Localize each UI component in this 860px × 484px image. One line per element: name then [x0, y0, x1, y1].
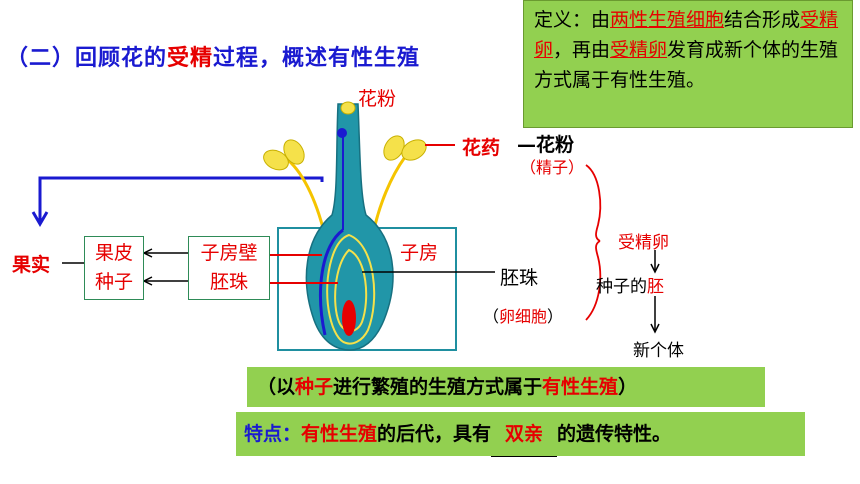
embryo-arrowhead — [650, 323, 660, 334]
sperm-brace-bottom — [585, 240, 602, 321]
label-egg-open: （ — [483, 307, 500, 326]
return-arrow-head — [31, 211, 49, 227]
anther-left-2 — [283, 139, 305, 165]
summary-feature-box: 特点：有性生殖的后代，具有双亲的遗传特性。 — [236, 412, 805, 457]
summary1-mid: 进行繁殖的生殖方式属于 — [333, 376, 543, 398]
definition-part1: 定义：由 — [534, 9, 611, 31]
summary2-end: 的遗传特性。 — [557, 423, 672, 445]
pollen-tube-lower — [319, 228, 344, 336]
summary1-highlight1: 种子 — [295, 376, 334, 398]
summary1-highlight2: 有性生殖 — [542, 376, 619, 398]
definition-term3: 受精卵 — [610, 39, 668, 61]
label-egg-close: ） — [547, 307, 564, 326]
label-seed-embryo: 种子的胚 — [596, 272, 664, 297]
summary2-mid: 的后代，具有 — [377, 423, 492, 445]
label-egg-text: 卵细胞 — [499, 307, 548, 326]
section-title: （二）回顾花的受精过程，概述有性生殖 — [6, 40, 420, 72]
definition-part4: 发育成新个体的生殖方式属于有性生殖。 — [534, 39, 839, 91]
label-anther: 花药 — [462, 137, 501, 159]
pericarp-arrowhead — [142, 248, 153, 258]
pollen-grain — [340, 101, 356, 115]
definition-part3: ，再由 — [553, 39, 611, 61]
seed-arrowhead — [142, 276, 153, 286]
label-zygote: 受精卵 — [618, 233, 669, 253]
label-seed: 种子 — [94, 271, 133, 293]
fruit-parts-box: 果皮 种子 — [84, 236, 144, 300]
return-arrow-line — [38, 176, 324, 222]
label-pericarp: 果皮 — [94, 242, 133, 264]
title-prefix: （二）回顾花的 — [6, 46, 168, 71]
summary-seed-box: （以种子进行繁殖的生殖方式属于有性生殖） — [247, 367, 765, 407]
zygote-arrowhead — [650, 263, 660, 274]
summary1-close: ） — [618, 376, 638, 398]
label-ovule-right: 胚珠 — [500, 267, 539, 289]
label-egg-cell: （卵细胞） — [483, 303, 563, 327]
label-ovary-wall: 子房壁 — [200, 242, 258, 264]
label-sperm: （精子） — [520, 158, 585, 177]
anther-right-2 — [401, 139, 427, 161]
label-pollen-right: —花粉 — [517, 134, 575, 156]
label-seed-embryo-prefix: 种子的 — [596, 277, 647, 297]
summary2-highlight: 有性生殖 — [301, 423, 378, 445]
label-ovary: 子房 — [400, 242, 439, 264]
sperm-brace-top — [585, 164, 602, 242]
label-pollen-top: 花粉 — [358, 88, 397, 110]
ovule-outer-layer — [326, 233, 376, 345]
label-seed-embryo-highlight: 胚 — [647, 277, 664, 297]
title-highlight: 受精 — [167, 46, 214, 71]
title-suffix: 过程，概述有性生殖 — [213, 46, 421, 71]
flower-parts-box: 子房壁 胚珠 — [188, 236, 270, 300]
summary2-label: 特点： — [244, 423, 302, 445]
definition-term2: 受精卵 — [534, 9, 839, 61]
label-fruit: 果实 — [12, 254, 51, 276]
label-new-individual: 新个体 — [633, 341, 684, 361]
definition-term1: 两性生殖细胞 — [610, 9, 725, 31]
summary1-open: （以 — [257, 376, 296, 398]
definition-part2: 结合形成 — [724, 9, 801, 31]
label-ovule-left: 胚珠 — [209, 271, 248, 293]
sperm-nucleus — [337, 128, 347, 138]
definition-box: 定义：由两性生殖细胞结合形成受精卵，再由受精卵发育成新个体的生殖方式属于有性生殖… — [523, 0, 853, 128]
anther-left-1 — [263, 149, 289, 171]
summary2-blank: 双亲 — [491, 412, 558, 457]
egg-cell — [342, 300, 356, 336]
